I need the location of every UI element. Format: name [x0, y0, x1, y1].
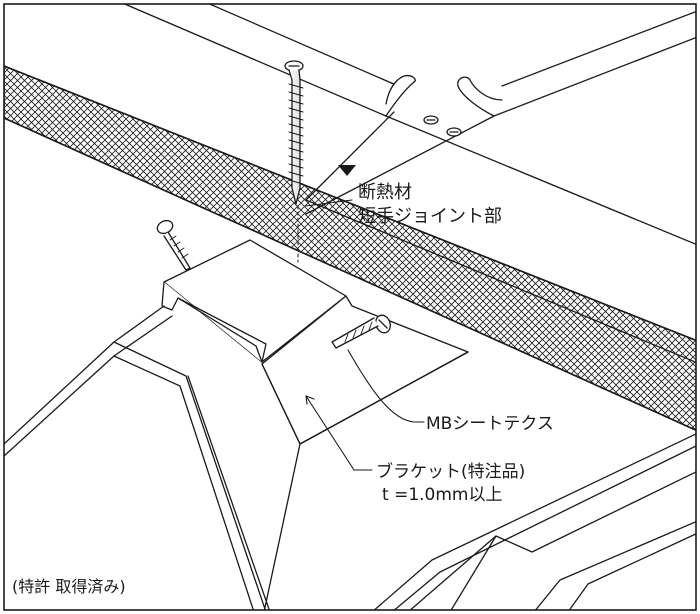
top-rafter-left	[123, 4, 416, 117]
joint-label: 短手ジョイント部	[358, 206, 502, 227]
diagram-frame	[3, 3, 697, 611]
tek-screw-icon	[331, 314, 391, 349]
fixing-screw-icon	[156, 219, 191, 271]
bracket-leader	[305, 395, 373, 471]
bracket-thickness-label: t =1.0mm以上	[382, 485, 502, 505]
patent-note: (特許 取得済み)	[12, 577, 126, 596]
bracket-label: ブラケット(特注品)	[376, 461, 525, 482]
top-rafter-right	[457, 10, 696, 117]
screw-leader	[347, 349, 415, 423]
joint-marker-triangle-icon	[338, 165, 356, 176]
screw-label: MBシートテクス	[426, 414, 554, 434]
roof-panel-corrugation	[4, 305, 696, 610]
insulation-label: 断熱材	[358, 182, 412, 203]
wood-screw-icon	[284, 60, 304, 205]
rafter-fastener-icon	[423, 115, 462, 137]
